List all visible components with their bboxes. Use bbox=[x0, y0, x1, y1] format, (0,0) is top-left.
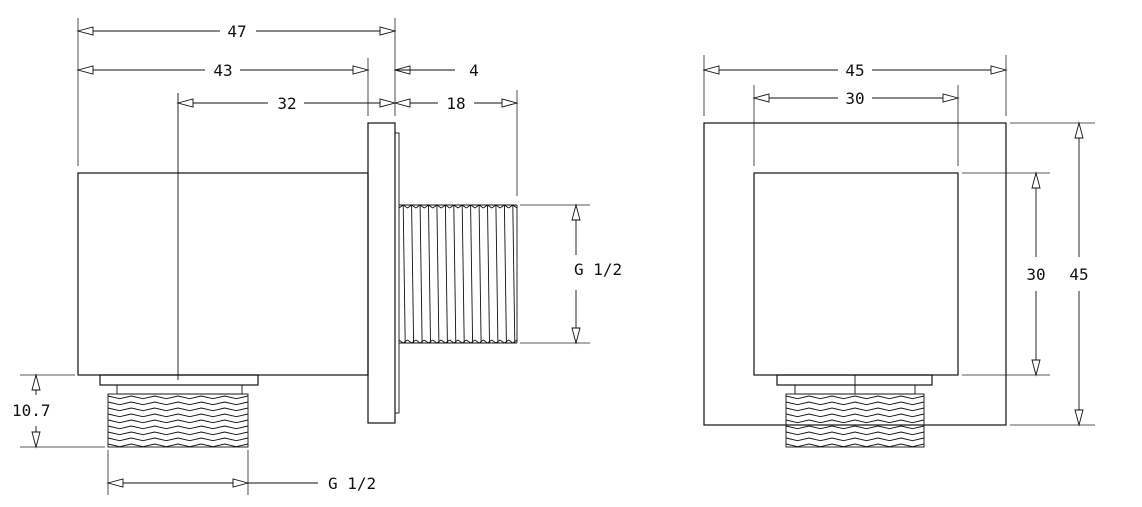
body-outline bbox=[77, 172, 369, 376]
dim-plate-thickness: 4 bbox=[393, 61, 479, 80]
side-thread bbox=[398, 204, 518, 344]
dim-plate-thickness-value: 4 bbox=[469, 61, 479, 80]
dim-front-body-height-value: 30 bbox=[1026, 265, 1045, 284]
dim-plate-width: 45 bbox=[702, 61, 1008, 80]
wall-plate bbox=[367, 122, 396, 424]
bottom-neck bbox=[116, 384, 243, 395]
dim-bottom-thread-height: 10.7 bbox=[12, 373, 51, 449]
dim-overall-width-value: 47 bbox=[227, 22, 246, 41]
front-view: 45 30 30 45 bbox=[702, 55, 1095, 448]
dim-plate-height: 45 bbox=[1069, 121, 1089, 427]
bottom-collar bbox=[99, 374, 259, 386]
front-body bbox=[753, 172, 959, 376]
dim-front-body-width: 30 bbox=[752, 89, 960, 108]
dim-axis-to-plate: 32 bbox=[176, 94, 397, 113]
label-bottom-thread: G 1/2 bbox=[328, 474, 376, 493]
dim-thread-length: 18 bbox=[393, 94, 519, 113]
dim-plate-height-value: 45 bbox=[1069, 265, 1088, 284]
front-plate bbox=[703, 122, 1007, 426]
front-collar bbox=[776, 374, 933, 386]
dim-bottom-thread: G 1/2 bbox=[106, 474, 376, 493]
side-view: 47 43 4 32 18 bbox=[12, 18, 622, 495]
front-extension-lines bbox=[703, 55, 1095, 426]
dim-side-thread: G 1/2 bbox=[571, 203, 622, 345]
dim-body-width: 43 bbox=[76, 61, 370, 80]
label-side-thread: G 1/2 bbox=[574, 260, 622, 279]
bottom-thread bbox=[107, 393, 249, 448]
dim-plate-width-value: 45 bbox=[845, 61, 864, 80]
front-thread bbox=[785, 393, 925, 448]
dim-body-width-value: 43 bbox=[213, 61, 232, 80]
dim-front-body-width-value: 30 bbox=[845, 89, 864, 108]
dim-overall-width: 47 bbox=[76, 22, 397, 41]
dim-bottom-thread-height-value: 10.7 bbox=[12, 401, 51, 420]
plate-boss bbox=[394, 132, 400, 414]
dim-thread-length-value: 18 bbox=[446, 94, 465, 113]
dim-axis-to-plate-value: 32 bbox=[277, 94, 296, 113]
dim-front-body-height: 30 bbox=[1026, 171, 1046, 377]
extension-lines bbox=[20, 18, 590, 495]
